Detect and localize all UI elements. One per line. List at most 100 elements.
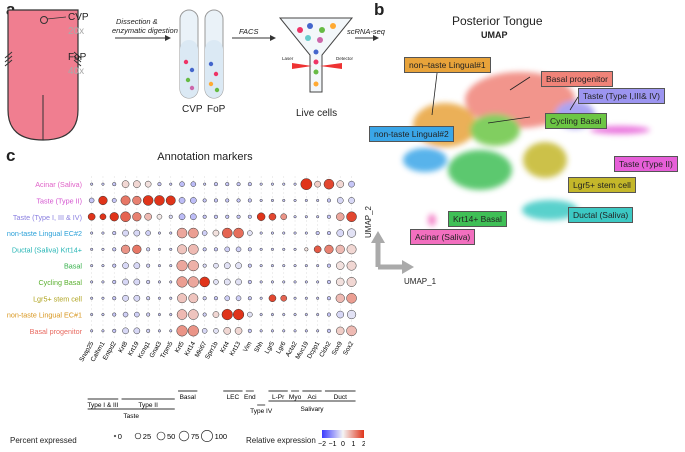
dot: [259, 182, 263, 186]
dot: [101, 280, 105, 284]
dot: [223, 262, 231, 269]
dot: [259, 329, 263, 333]
dot: [282, 247, 286, 251]
dot: [247, 296, 252, 301]
dot: [323, 178, 335, 190]
size-legend-label: 25: [143, 432, 151, 441]
dot: [304, 264, 308, 268]
dot: [165, 195, 176, 206]
dot: [121, 180, 130, 188]
dot: [293, 313, 297, 317]
dot: [336, 229, 345, 237]
dot: [112, 296, 117, 301]
dot: [326, 214, 331, 219]
dot: [247, 279, 252, 284]
dot: [335, 244, 345, 254]
step-digestion-label: enzymatic digestion: [112, 26, 178, 35]
dot: [326, 328, 331, 333]
dot: [304, 313, 308, 317]
group-lec-label: LEC: [227, 394, 240, 401]
cvp-mag-label: 20x: [68, 26, 85, 37]
dot: [247, 230, 253, 236]
row-label: Basal: [64, 262, 82, 271]
dot: [221, 308, 233, 321]
umap-title: Posterior Tongue: [452, 14, 543, 28]
colorbar-tick: −2: [318, 441, 326, 448]
dot: [293, 182, 297, 186]
dot: [177, 293, 187, 304]
dot: [293, 280, 297, 284]
laser-beam: [292, 63, 312, 69]
dot: [259, 198, 263, 202]
dot: [304, 215, 308, 219]
dot: [256, 212, 266, 221]
dot: [90, 313, 94, 317]
dot: [268, 294, 277, 303]
dot: [304, 198, 308, 202]
dot: [270, 313, 274, 317]
dot: [145, 230, 151, 236]
dot: [324, 244, 334, 254]
dot: [101, 329, 105, 333]
dot: [133, 180, 141, 188]
dotplot-title: Annotation markers: [157, 151, 253, 163]
dot: [144, 212, 152, 221]
cluster-ductal: [522, 200, 578, 220]
row-label: Cycling Basal: [38, 278, 82, 287]
row-label: Taste (Type I, III & IV): [13, 213, 82, 222]
dot: [348, 180, 355, 188]
group-aci-label: Aci: [307, 394, 316, 401]
dot: [169, 182, 173, 186]
dot: [213, 247, 218, 252]
dot: [122, 229, 129, 237]
dot: [169, 247, 173, 251]
dot: [280, 294, 288, 302]
dot: [122, 278, 129, 286]
dot: [213, 198, 218, 203]
umap-y-axis-label: UMAP_2: [364, 205, 373, 238]
umap-label-basal-progenitor: Basal progenitor: [541, 71, 613, 87]
dot: [157, 313, 161, 317]
dot: [282, 280, 286, 284]
dot: [133, 262, 141, 269]
dot: [169, 231, 173, 235]
dot: [168, 214, 173, 219]
dot: [293, 215, 297, 219]
dot: [259, 264, 263, 268]
dot: [111, 198, 117, 203]
column-label: Vim: [242, 341, 254, 354]
dot: [101, 182, 105, 186]
group-myo-label: Myo: [289, 394, 302, 401]
colorbar-tick: 1: [352, 441, 356, 448]
dot: [120, 211, 131, 223]
size-legend-circle: [113, 434, 117, 438]
dot: [259, 280, 263, 284]
dot: [187, 325, 199, 337]
expression-colorbar: [322, 430, 364, 438]
size-legend-label: 0: [118, 432, 122, 441]
dot: [188, 227, 199, 239]
column-label: Shh: [253, 340, 265, 354]
panel-a-illustration: [4, 9, 379, 141]
dot: [178, 197, 186, 204]
dot: [199, 276, 210, 288]
dot: [133, 278, 141, 286]
detector-label: Detector: [336, 56, 354, 61]
dotplot-chart: Acinar (Saliva)Taste (Type II)Taste (Typ…: [7, 176, 365, 448]
dot: [157, 182, 162, 187]
umap-label-krt14-basal: Krt14+ Basal: [448, 211, 507, 227]
umap-label-taste-2: Taste (Type II): [614, 156, 678, 172]
dot: [336, 277, 345, 287]
dot: [280, 213, 288, 221]
dot: [157, 296, 161, 300]
dot: [157, 231, 161, 235]
dot: [169, 329, 173, 333]
group-lpr-label: L-Pr: [272, 394, 285, 401]
dot: [236, 182, 241, 187]
dot: [346, 325, 357, 337]
dot: [202, 312, 207, 317]
dot: [142, 195, 154, 206]
dot: [112, 312, 117, 317]
dot: [112, 263, 117, 268]
dot: [268, 212, 277, 221]
